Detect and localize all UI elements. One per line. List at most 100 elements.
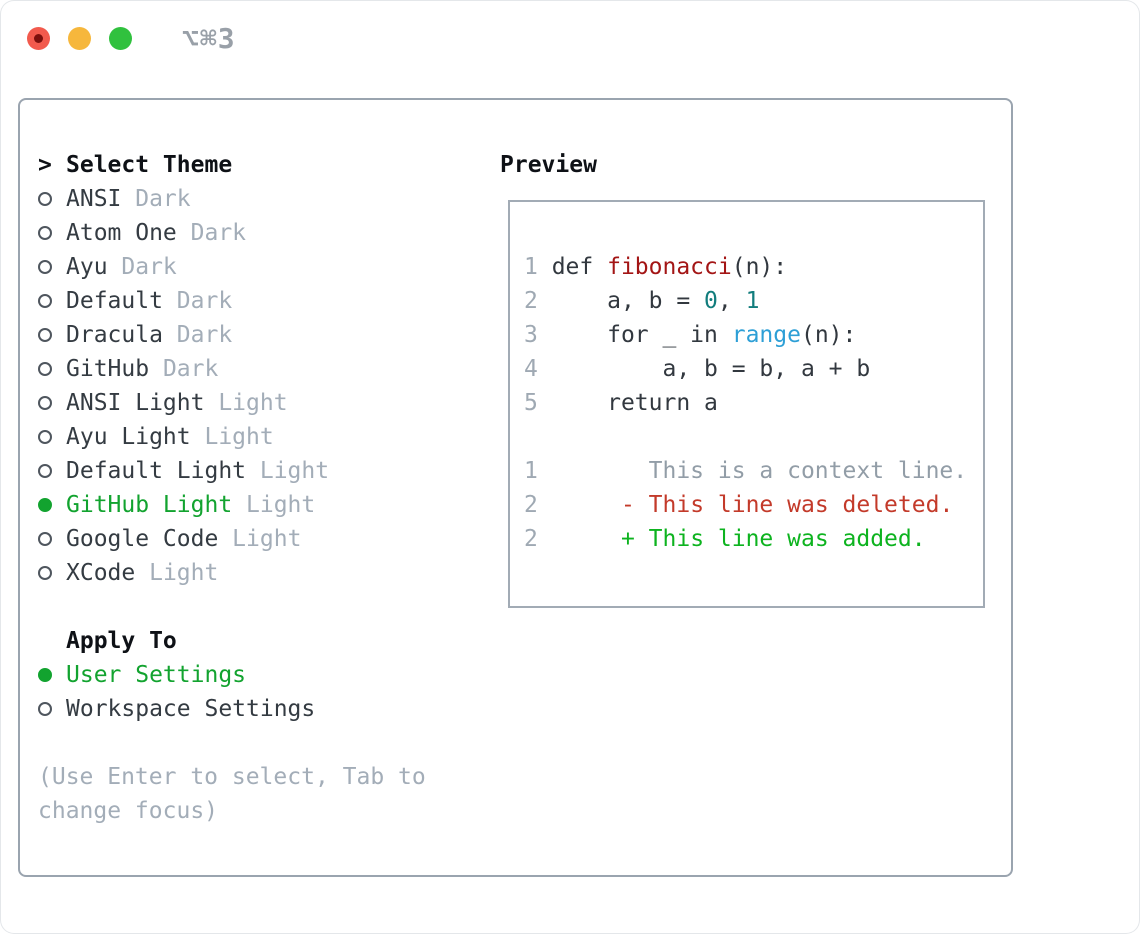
code-segment-code: a, b = b, a + b xyxy=(551,356,871,382)
preview-title: Preview xyxy=(500,152,597,178)
theme-selector-column: > Select Theme ANSI Dark Atom One Dark A… xyxy=(38,148,458,828)
code-segment-ln: 2 xyxy=(524,492,552,518)
option-variant: Light xyxy=(232,492,316,518)
theme-option-default[interactable]: Default Dark xyxy=(38,284,458,318)
option-variant: Light xyxy=(246,458,330,484)
close-dot-icon xyxy=(34,34,43,43)
option-name: Ayu xyxy=(66,254,108,280)
option-name: ANSI Light xyxy=(66,390,205,416)
close-button[interactable] xyxy=(27,27,50,50)
option-name: User Settings xyxy=(66,662,247,688)
window-title: ⌥⌘3 xyxy=(182,22,236,55)
code-segment-ln: 2 xyxy=(524,526,552,552)
theme-option-google-code[interactable]: Google Code Light xyxy=(38,522,458,556)
radio-icon xyxy=(38,702,52,716)
option-name: Atom One xyxy=(66,220,177,246)
radio-icon xyxy=(38,498,52,512)
option-name: GitHub Light xyxy=(66,492,233,518)
code-segment-add: + This line was added. xyxy=(620,526,926,552)
code-segment-code: for _ in xyxy=(551,322,732,348)
marker-cell xyxy=(38,668,66,682)
preview-code-line: 1 def fibonacci(n): xyxy=(524,250,983,284)
option-variant: Light xyxy=(135,560,219,586)
zoom-button[interactable] xyxy=(109,27,132,50)
option-name: Workspace Settings xyxy=(66,696,316,722)
theme-option-atom-one[interactable]: Atom One Dark xyxy=(38,216,458,250)
marker-cell xyxy=(38,260,66,274)
preview-code-line: 4 a, b = b, a + b xyxy=(524,352,983,386)
marker-cell xyxy=(38,192,66,206)
radio-icon xyxy=(38,566,52,580)
marker-cell xyxy=(38,702,66,716)
apply-to-options-list: User Settings Workspace Settings xyxy=(38,658,458,726)
option-variant: Dark xyxy=(107,254,177,280)
marker-cell xyxy=(38,226,66,240)
apply-to-header: Apply To xyxy=(38,624,458,658)
apply-option-workspace-settings[interactable]: Workspace Settings xyxy=(38,692,458,726)
code-segment-nm: 0 xyxy=(704,288,718,314)
code-segment-nm: 1 xyxy=(745,288,760,314)
marker-cell xyxy=(38,566,66,580)
theme-option-ansi-light[interactable]: ANSI Light Light xyxy=(38,386,458,420)
apply-option-user-settings[interactable]: User Settings xyxy=(38,658,458,692)
code-segment-ln: 1 xyxy=(524,254,552,280)
code-segment-code xyxy=(552,526,621,552)
radio-icon xyxy=(38,328,52,342)
code-segment-code: , xyxy=(717,288,746,314)
code-segment-code: def xyxy=(551,254,608,280)
option-variant: Light xyxy=(218,526,302,552)
select-theme-title: Select Theme xyxy=(66,152,233,178)
option-name: XCode xyxy=(66,560,136,586)
radio-icon xyxy=(38,192,52,206)
marker-cell xyxy=(38,396,66,410)
theme-option-ayu[interactable]: Ayu Dark xyxy=(38,250,458,284)
radio-icon xyxy=(38,430,52,444)
radio-icon xyxy=(38,294,52,308)
theme-option-ansi[interactable]: ANSI Dark xyxy=(38,182,458,216)
code-segment-code: a, b = xyxy=(551,288,705,314)
minimize-button[interactable] xyxy=(68,27,91,50)
preview-code-line: 3 for _ in range(n): xyxy=(524,318,983,352)
select-theme-header: > Select Theme xyxy=(38,148,458,182)
option-variant: Dark xyxy=(162,288,233,314)
preview-code-line xyxy=(524,420,983,454)
option-name: GitHub xyxy=(66,356,150,382)
code-segment-ln: 3 xyxy=(524,322,552,348)
option-variant: Dark xyxy=(121,186,191,212)
radio-icon xyxy=(38,226,52,240)
preview-code-line: 1 This is a context line. xyxy=(524,454,983,488)
option-variant: Dark xyxy=(149,356,219,382)
option-variant: Dark xyxy=(162,322,233,348)
code-segment-bi: range xyxy=(731,322,801,348)
code-segment-ln: 4 xyxy=(524,356,552,382)
spacer xyxy=(38,590,458,624)
theme-option-ayu-light[interactable]: Ayu Light Light xyxy=(38,420,458,454)
preview-code-line: 2 a, b = 0, 1 xyxy=(524,284,983,318)
marker-cell xyxy=(38,430,66,444)
code-segment-code xyxy=(552,492,621,518)
code-segment-del: - This line was deleted. xyxy=(620,492,954,518)
code-segment-code: (n): xyxy=(800,322,857,348)
theme-option-xcode[interactable]: XCode Light xyxy=(38,556,458,590)
spacer xyxy=(38,726,458,760)
radio-icon xyxy=(38,396,52,410)
option-name: Ayu Light xyxy=(66,424,191,450)
code-segment-ctx: This is a context line. xyxy=(551,458,968,484)
radio-icon xyxy=(38,464,52,478)
radio-icon xyxy=(38,532,52,546)
theme-option-default-light[interactable]: Default Light Light xyxy=(38,454,458,488)
theme-option-dracula[interactable]: Dracula Dark xyxy=(38,318,458,352)
code-segment-code: return a xyxy=(551,390,718,416)
option-variant: Light xyxy=(204,390,288,416)
option-name: Default Light xyxy=(66,458,247,484)
radio-icon xyxy=(38,260,52,274)
theme-option-github-light[interactable]: GitHub Light Light xyxy=(38,488,458,522)
marker-cell xyxy=(38,464,66,478)
code-segment-ln: 2 xyxy=(524,288,552,314)
option-name: Default xyxy=(66,288,163,314)
theme-option-github[interactable]: GitHub Dark xyxy=(38,352,458,386)
marker-cell xyxy=(38,532,66,546)
